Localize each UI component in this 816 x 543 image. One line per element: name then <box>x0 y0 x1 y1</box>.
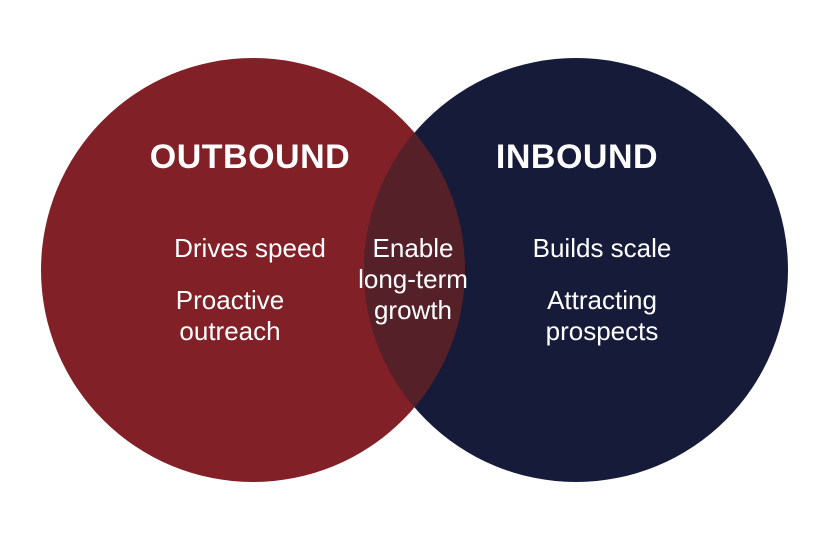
outbound-point-outreach-line-1: Proactive <box>175 285 285 315</box>
inbound-point-scale: Builds scale <box>532 233 672 263</box>
outbound-circle <box>41 58 465 482</box>
inbound-point-prospects-line-1: Attracting <box>547 285 657 315</box>
overlap-line-3: growth <box>373 295 453 325</box>
overlap-line-2: long-term <box>358 264 468 294</box>
overlap-line-1: Enable <box>372 233 454 263</box>
outbound-point-speed: Drives speed <box>174 233 326 263</box>
outbound-point-outreach-line-2: outreach <box>179 316 281 346</box>
inbound-point-prospects-line-2: prospects <box>545 316 659 346</box>
inbound-circle <box>364 58 788 482</box>
inbound-title: INBOUND <box>495 138 659 176</box>
outbound-title: OUTBOUND <box>149 138 351 176</box>
